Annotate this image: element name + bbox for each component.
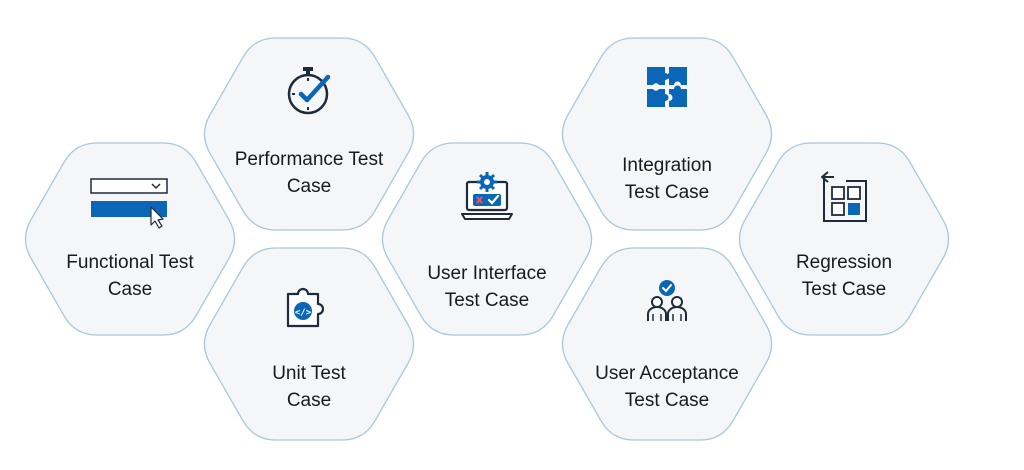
users-check-icon [647,280,687,321]
node-user-interface-test-case: User Interface Test Case [377,143,597,335]
node-label: Functional Test Case [66,252,194,300]
node-regression-test-case: Regression Test Case [734,143,954,335]
node-user-acceptance-test-case: User Acceptance Test Case [557,248,777,440]
node-functional-test-case: Functional Test Case [20,143,240,335]
stopwatch-check-icon [287,67,331,115]
hexagon-outline [203,247,415,441]
dropdown-form-icon [90,178,168,229]
hexagon-outline [738,142,950,336]
hexagon-outline [561,37,773,231]
hexagon-outline [561,247,773,441]
node-label: Performance Test Case [234,149,384,197]
node-label: User Interface Test Case [427,263,547,311]
svg-text:</>: </> [295,308,312,318]
puzzle-code-icon: </> [286,287,325,328]
puzzle-pieces-icon [647,67,687,107]
node-label: Unit Test Case [272,363,346,411]
node-unit-test-case: </> Unit Test Case [199,248,419,440]
hexagon-outline [381,142,593,336]
regression-grid-icon [821,171,867,222]
node-label: Regression Test Case [795,252,893,300]
node-performance-test-case: Performance Test Case [199,38,419,230]
node-integration-test-case: Integration Test Case [557,38,777,230]
node-label: Integration Test Case [622,155,712,203]
laptop-gear-icon [461,172,513,220]
node-label: User Acceptance Test Case [595,363,739,411]
hexagon-outline [24,142,236,336]
hexagon-outline [203,37,415,231]
